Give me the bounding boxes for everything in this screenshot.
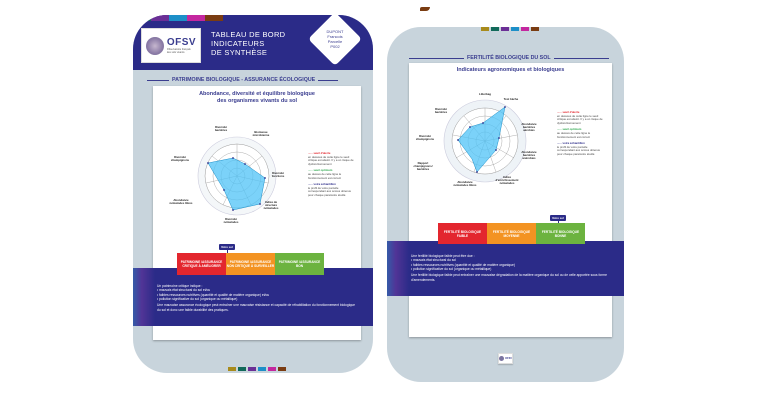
radar-axis-label: Abondance bactéries aérobies <box>521 122 537 133</box>
explanation-conclusion: Une mauvaise assurance écologique peut e… <box>157 303 355 312</box>
chart-title: Abondance, diversité et équilibre biolog… <box>153 91 361 105</box>
scale-critical: PATRIMOINE /ASSURANCE CRITIQUE À AMÉLIOR… <box>177 253 226 275</box>
radar-axis-label: Abondance bactéries anérobies <box>521 150 537 161</box>
rating-scale: PATRIMOINE /ASSURANCE CRITIQUE À AMÉLIOR… <box>177 253 324 275</box>
decorative-mark <box>420 7 430 11</box>
title-line: INDICATEURS <box>211 39 265 48</box>
legend-sample-title: ...... votre échantillon <box>557 141 585 146</box>
legend-sample-text: le profil de votre parcelle correspondan… <box>557 144 600 156</box>
tree-emblem-icon <box>145 36 164 55</box>
logo-subtitle: Observatoire français des sols vivants <box>166 47 191 54</box>
radar-axis-label: Diversité champignons <box>415 134 435 142</box>
radar-axis-label: Diversité fonctions <box>271 171 285 179</box>
explanation-bullet: • pollution significative du sol (organi… <box>411 267 492 272</box>
owner-info: DUPONT Francois Parcelle P002 <box>315 29 355 49</box>
header-title: TABLEAU DE BORD INDICATEURS DE SYNTHÈSE <box>211 30 285 57</box>
title-line: TABLEAU DE BORD <box>211 30 286 39</box>
your-soil-pointer <box>558 221 559 224</box>
radar-axis-label: Test bêche <box>503 97 519 101</box>
band-gradient <box>133 268 155 326</box>
legend-alert-text: en dessous de cette ligne le seuil criti… <box>308 154 354 166</box>
color-strip <box>228 367 286 371</box>
scale-low: FERTILITÉ BIOLOGIQUE FAIBLE <box>438 223 487 244</box>
legend-sample-text: le profil de votre parcelle correspondan… <box>308 185 351 197</box>
chart-title-line: Abondance, diversité et équilibre biolog… <box>199 91 315 97</box>
your-soil-marker: Votre sol <box>550 215 566 221</box>
radar-axis-label: Indice d'enrichissement nématodes <box>495 175 519 186</box>
radar-axis-label: Diversité bactéries <box>434 107 448 115</box>
explanation-intro: Une fertilité biologique faible peut êtr… <box>411 254 475 258</box>
radar-axis-label: Litterbag <box>479 92 491 96</box>
section-title-text: FERTILITÉ BIOLOGIQUE DU SOL <box>467 55 551 61</box>
explanation-band: Une fertilité biologique faible peut êtr… <box>387 241 624 296</box>
rating-scale: FERTILITÉ BIOLOGIQUE FAIBLE FERTILITÉ BI… <box>438 223 585 244</box>
explanation-bullet: • mauvais état structural du sol et/ou <box>157 288 211 293</box>
section-title-text: PATRIMOINE BIOLOGIQUE - ASSURANCE ÉCOLOG… <box>172 77 316 83</box>
radar-axis-label: Biomasse microbienne <box>252 130 270 138</box>
explanation-bullet: • faibles ressources nutritives (quantit… <box>157 292 270 297</box>
legend-optimum-text: au dessus de cette ligne le fonctionneme… <box>557 130 591 139</box>
explanation-bullet: • pollution significative du sol (organi… <box>157 297 238 302</box>
title-line: DE SYNTHÈSE <box>211 48 268 57</box>
scale-good: PATRIMOINE /ASSURANCE BON <box>275 253 324 275</box>
explanation-bullet: • faibles ressources nutritives (quantit… <box>411 262 515 267</box>
plot-label: Parcelle <box>327 39 343 44</box>
dashboard-card-biological-heritage: OFSV Observatoire français des sols viva… <box>133 15 373 373</box>
legend-sample-title: ...... votre échantillon <box>308 182 336 187</box>
explanation-text: Une fertilité biologique faible peut êtr… <box>411 254 611 283</box>
plot-id: P002 <box>330 44 340 49</box>
scale-good: FERTILITÉ BIOLOGIQUE BONNE <box>536 223 585 244</box>
footer-logo: OFSV <box>498 353 513 364</box>
chart-title-line: des organismes vivants du sol <box>216 98 298 104</box>
explanation-intro: Un patrimoine critique indique : <box>157 284 203 288</box>
explanation-bullet: • mauvais état structural du sol <box>411 258 456 263</box>
band-gradient <box>387 241 409 296</box>
radar-axis-label: Indice de structure nématodes <box>263 200 279 211</box>
explanation-band: Un patrimoine critique indique : • mauva… <box>133 268 373 326</box>
legend-alert-text: en dessous de cette ligne le seuil criti… <box>557 113 603 125</box>
radar-chart <box>197 136 277 216</box>
explanation-conclusion: Une fertilité biologique faible peut ent… <box>411 273 607 282</box>
dashboard-card-biological-fertility: FERTILITÉ BIOLOGIQUE DU SOL Indicateurs … <box>387 27 624 382</box>
legend-optimum-title: ...... seuil optimum <box>308 168 333 173</box>
legend-alert-title: ...... seuil d'alerte <box>308 151 331 155</box>
section-title: PATRIMOINE BIOLOGIQUE - ASSURANCE ÉCOLOG… <box>147 77 339 83</box>
logo-name: OFSV <box>166 36 197 48</box>
owner-firstname: Francois <box>327 34 343 39</box>
scale-medium: FERTILITÉ BIOLOGIQUE MOYENNE <box>487 223 536 244</box>
radar-axis-label: Abondance nématodes libres <box>453 180 477 188</box>
owner-name: DUPONT <box>326 29 344 34</box>
legend-alert-title: ...... seuil d'alerte <box>557 110 580 114</box>
radar-axis-label: Diversité bactéries <box>214 125 228 133</box>
tree-emblem-icon <box>499 356 505 361</box>
section-title: FERTILITÉ BIOLOGIQUE DU SOL <box>409 55 609 61</box>
scale-watch: PATRIMOINE /ASSURANCE NON CRITIQUE À SUR… <box>226 253 275 275</box>
explanation-text: Un patrimoine critique indique : • mauva… <box>157 284 357 313</box>
radar-axis-label: Diversité champignons <box>170 155 190 163</box>
legend-optimum-text: au dessus de cette ligne le fonctionneme… <box>308 171 342 180</box>
chart-title: Indicateurs agronomiques et biologiques <box>456 67 565 73</box>
footer-logo-text: OFSV <box>505 357 512 360</box>
legend-optimum-title: ...... seuil optimum <box>557 127 582 132</box>
radar-axis-label: Rapport champignons/ bactéries <box>413 161 433 172</box>
radar-chart <box>443 99 527 183</box>
radar-axis-label: Diversité nématodes <box>223 217 239 225</box>
your-soil-marker: Votre sol <box>219 244 235 250</box>
your-soil-pointer <box>227 250 228 253</box>
color-strip <box>481 27 539 31</box>
color-strip <box>133 15 223 21</box>
radar-axis-label: Abondance nématodes libres <box>169 198 193 206</box>
ofsv-logo: OFSV Observatoire français des sols viva… <box>141 28 201 63</box>
